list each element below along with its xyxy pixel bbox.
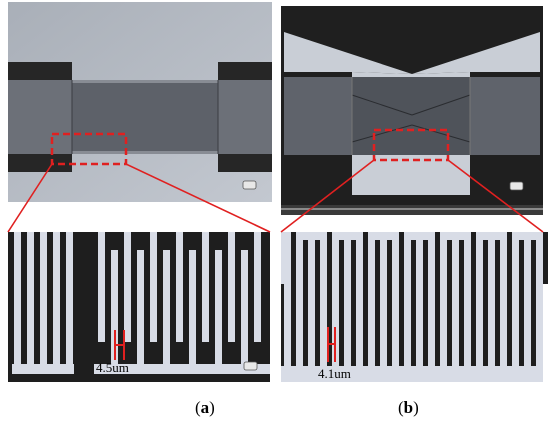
zoom-b-gap	[327, 232, 332, 284]
panel-a-zoom	[8, 232, 270, 382]
zoom-b-gap	[447, 240, 452, 284]
zoom-b-gap	[303, 240, 308, 284]
zoom-a-finger	[111, 250, 118, 364]
zoom-b-finger-tip	[440, 346, 447, 366]
zoom-b-finger	[344, 284, 351, 346]
zoom-b-gap	[315, 240, 320, 284]
zoom-a-gap	[74, 232, 94, 370]
zoom-a-finger	[202, 232, 209, 342]
scale-bar-b-label: 4.1um	[318, 366, 351, 381]
scale-bar-b: 4.1um	[318, 327, 351, 381]
zoom-b-finger-tip	[488, 346, 495, 366]
zoom-a-finger	[228, 232, 235, 342]
zoom-b-gap	[423, 240, 428, 284]
zoom-a-finger	[150, 232, 157, 342]
zoom-b-finger	[452, 284, 459, 366]
zoom-b-finger-tip	[512, 346, 519, 366]
zoom-a-finger	[189, 250, 196, 364]
zoom-a-bottom-bus-left	[12, 364, 74, 374]
zoom-b-gap	[363, 232, 368, 284]
zoom-b-bottom-band	[281, 366, 543, 382]
highlight-box-b	[372, 128, 450, 162]
zoom-b-finger	[380, 284, 387, 366]
zoom-a-bottom-bus-right	[94, 364, 270, 374]
connector-line-b-right	[447, 159, 544, 233]
zoom-b-gap	[291, 232, 296, 284]
zoom-b-gap	[507, 232, 512, 284]
zoom-a-finger	[98, 232, 105, 342]
zoom-a-finger	[40, 232, 47, 364]
zoom-b-gap	[483, 240, 488, 284]
zoom-b-finger	[536, 284, 543, 346]
connector-line-a-right	[125, 163, 271, 233]
zoom-b-finger	[500, 284, 507, 366]
zoom-a-finger	[66, 232, 73, 364]
zoom-b-finger	[332, 284, 339, 366]
zoom-b-finger-tip	[464, 346, 471, 366]
zoom-a-finger	[53, 232, 60, 364]
zoom-b-finger	[308, 284, 315, 366]
zoom-b-gap	[399, 232, 404, 284]
zoom-b-finger-tip	[536, 346, 543, 366]
zoom-b-finger	[488, 284, 495, 346]
connector-line-a-left	[7, 163, 53, 233]
zoom-b-gap	[471, 232, 476, 284]
zoom-b-finger	[476, 284, 483, 366]
zoom-b-finger	[392, 284, 399, 346]
zoom-b-finger	[320, 284, 327, 346]
zoom-b-gap	[459, 240, 464, 284]
zoom-b-gap	[495, 240, 500, 284]
connector-line-b-left	[280, 159, 375, 233]
zoom-b-finger-tip	[368, 346, 375, 366]
zoom-b-gap	[351, 240, 356, 284]
zoom-b-finger	[368, 284, 375, 346]
panel-a-overview	[8, 2, 272, 202]
zoom-b-finger	[440, 284, 447, 346]
zoom-b-gap	[519, 240, 524, 284]
zoom-a-finger	[27, 232, 34, 364]
zoom-a-finger	[163, 250, 170, 364]
zoom-a-finger	[254, 232, 261, 342]
zoom-a-marker	[243, 361, 258, 371]
scale-bar-a: 4.5um	[96, 330, 129, 375]
zoom-a-finger	[176, 232, 183, 342]
zoom-b-gap	[375, 240, 380, 284]
zoom-b-gap	[411, 240, 416, 284]
zoom-b-finger	[512, 284, 519, 346]
panel-b-zoom	[281, 232, 548, 382]
zoom-a-finger	[241, 250, 248, 364]
zoom-b-finger-tip	[344, 346, 351, 366]
scale-bar-a-label: 4.5um	[96, 360, 129, 375]
zoom-b-gap	[543, 232, 548, 284]
zoom-a-finger	[215, 250, 222, 364]
zoom-b-finger	[428, 284, 435, 366]
zoom-b-finger	[296, 284, 303, 346]
zoom-b-gap	[339, 240, 344, 284]
zoom-b-gap	[387, 240, 392, 284]
panel-b-overview	[281, 6, 543, 215]
zoom-b-finger-tip	[392, 346, 399, 366]
zoom-b-finger	[284, 284, 291, 366]
zoom-a-finger	[124, 232, 131, 342]
zoom-b-gap	[531, 240, 536, 284]
panel-b-caption: (b)	[398, 398, 419, 417]
zoom-a-finger	[137, 250, 144, 364]
zoom-b-finger	[416, 284, 423, 346]
zoom-b-finger-tip	[296, 346, 303, 366]
zoom-a-finger	[14, 232, 21, 364]
zoom-b-finger-tip	[416, 346, 423, 366]
zoom-b-finger	[464, 284, 471, 346]
zoom-b-finger	[356, 284, 363, 366]
zoom-b-finger	[524, 284, 531, 366]
zoom-b-gap	[435, 232, 440, 284]
zoom-b-finger-tip	[320, 346, 327, 366]
zoom-b-finger	[404, 284, 411, 366]
highlight-box-a	[50, 132, 128, 166]
panel-a-caption: (a)	[195, 398, 215, 417]
